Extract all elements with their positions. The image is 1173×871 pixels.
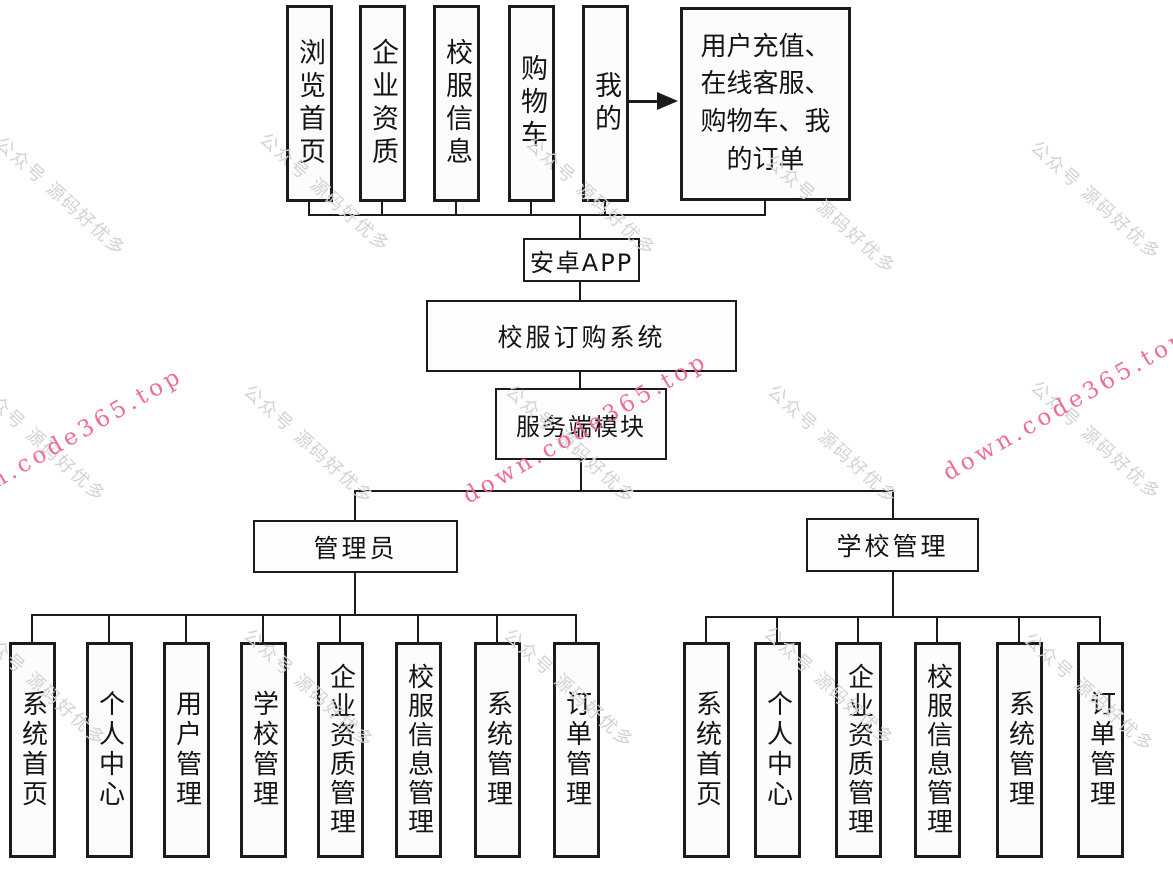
admin-module-personal-center: 个人中心 [86, 642, 133, 858]
node-mine: 我的 [582, 5, 629, 202]
node-android-app: 安卓APP [523, 238, 640, 282]
module-label: 学校管理 [248, 690, 279, 810]
admin-module-uniform-info-management: 校服信息管理 [395, 642, 442, 858]
connector [530, 201, 532, 216]
connector [354, 491, 356, 520]
connector [308, 214, 766, 216]
connector [354, 573, 356, 615]
node-school-management-label: 学校管理 [836, 532, 949, 561]
connector [892, 572, 894, 618]
admin-module-school-management: 学校管理 [240, 642, 287, 858]
node-enterprise-qualification: 企业资质 [359, 5, 406, 202]
watermark-wechat: 公众号 源码好优多 [0, 378, 110, 507]
watermark-wechat: 公众号 源码好优多 [1026, 136, 1165, 265]
node-android-app-label: 安卓APP [529, 248, 634, 277]
admin-module-system-home: 系统首页 [9, 642, 56, 858]
watermark-site: down.code365.top [938, 324, 1173, 487]
module-label: 系统首页 [691, 690, 722, 810]
watermark-wechat: 公众号 源码好优多 [0, 132, 130, 261]
node-uniform-info-label: 校服信息 [441, 37, 472, 170]
node-shopping-cart-label: 购物车 [516, 54, 547, 153]
connector [1099, 617, 1101, 642]
school-module-enterprise-qualification-management: 企业资质管理 [835, 642, 882, 858]
connector [776, 617, 778, 642]
connector [1018, 617, 1020, 642]
connector [579, 214, 581, 238]
admin-module-order-management: 订单管理 [553, 642, 600, 858]
node-uniform-info: 校服信息 [433, 5, 480, 202]
node-uniform-order-system-label: 校服订购系统 [497, 323, 666, 352]
arrow-line [629, 100, 660, 103]
school-module-personal-center: 个人中心 [754, 642, 801, 858]
connector [381, 201, 383, 216]
node-browse-home: 浏览首页 [286, 5, 333, 202]
connector [580, 460, 582, 491]
node-mine-label: 我的 [590, 70, 621, 137]
module-label: 系统管理 [1004, 690, 1035, 810]
connector [604, 201, 606, 216]
connector [705, 616, 1101, 618]
node-uniform-order-system: 校服订购系统 [426, 300, 737, 372]
module-label: 用户管理 [171, 690, 202, 810]
connector [262, 615, 264, 642]
connector [108, 615, 110, 642]
connector [308, 201, 310, 216]
module-label: 订单管理 [561, 690, 592, 810]
admin-module-enterprise-qualification-management: 企业资质管理 [317, 642, 364, 858]
connector [339, 615, 341, 642]
node-school-management: 学校管理 [806, 518, 979, 572]
module-label: 企业资质管理 [325, 663, 356, 837]
module-label: 个人中心 [762, 690, 793, 810]
connector [764, 201, 766, 216]
node-enterprise-qualification-label: 企业资质 [367, 37, 398, 170]
connector [936, 617, 938, 642]
node-admin-label: 管理员 [313, 533, 398, 563]
node-shopping-cart: 购物车 [508, 5, 555, 202]
node-server-module-label: 服务端模块 [516, 412, 646, 441]
arrow-head-icon [657, 92, 678, 110]
connector [31, 614, 577, 616]
module-label: 个人中心 [94, 690, 125, 810]
module-label: 系统管理 [482, 690, 513, 810]
node-admin: 管理员 [253, 520, 458, 573]
module-label: 校服信息管理 [922, 663, 953, 837]
node-mine-features: 用户充值、在线客服、购物车、我的订单 [680, 7, 851, 201]
admin-module-system-management: 系统管理 [474, 642, 521, 858]
connector [185, 615, 187, 642]
connector [575, 615, 577, 642]
watermark-wechat: 公众号 源码好优多 [1026, 376, 1165, 505]
school-module-uniform-info-management: 校服信息管理 [914, 642, 961, 858]
connector [31, 615, 33, 642]
connector [496, 615, 498, 642]
connector [417, 615, 419, 642]
connector [455, 201, 457, 216]
connector [579, 282, 581, 300]
admin-module-user-management: 用户管理 [163, 642, 210, 858]
connector [354, 490, 894, 492]
school-module-system-management: 系统管理 [996, 642, 1043, 858]
module-label: 校服信息管理 [403, 663, 434, 837]
connector [857, 617, 859, 642]
module-label: 企业资质管理 [843, 663, 874, 837]
node-server-module: 服务端模块 [495, 388, 667, 460]
module-label: 订单管理 [1085, 690, 1116, 810]
school-module-system-home: 系统首页 [683, 642, 730, 858]
connector [579, 372, 581, 388]
connector [705, 617, 707, 642]
school-module-order-management: 订单管理 [1077, 642, 1124, 858]
node-browse-home-label: 浏览首页 [294, 37, 325, 170]
module-label: 系统首页 [17, 690, 48, 810]
node-mine-features-label: 用户充值、在线客服、购物车、我的订单 [700, 31, 831, 175]
watermark-site: down.code365.top [0, 362, 188, 525]
connector [892, 491, 894, 518]
